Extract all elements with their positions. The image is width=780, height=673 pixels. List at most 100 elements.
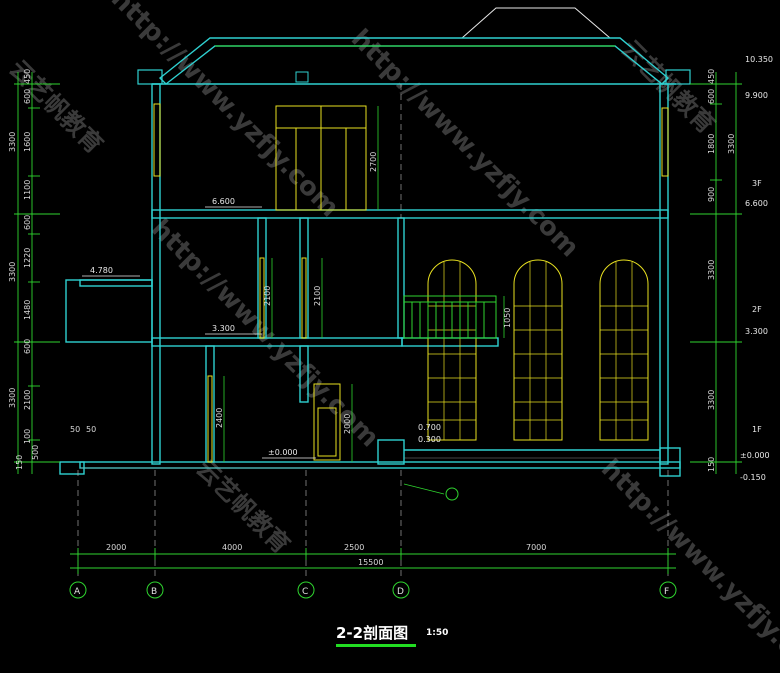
interior-dims: 2700 2100 2100 2400 2000 1050 50 50 bbox=[70, 106, 512, 462]
watermark-3: http://www.yzfjy.com bbox=[345, 24, 585, 264]
axis-bubble-a bbox=[69, 581, 87, 599]
bottom-dimensions bbox=[70, 548, 676, 574]
elev-ground: -0.150 bbox=[740, 473, 766, 482]
elev-step-1: 0.700 bbox=[418, 423, 441, 432]
watermark-7: http://www.yzfjy.com bbox=[595, 454, 780, 673]
axis-label-c: C bbox=[302, 587, 308, 597]
bottom-dim-3: 2500 bbox=[344, 543, 364, 552]
door-1f-c bbox=[313, 383, 341, 461]
canopy-slab bbox=[79, 279, 153, 287]
arched-window-1 bbox=[427, 259, 477, 441]
step-block bbox=[377, 439, 405, 465]
right-dim-inner-3: 1800 bbox=[707, 134, 716, 154]
left-dim-inner-4: 1100 bbox=[23, 180, 32, 200]
axis-label-a: A bbox=[74, 587, 81, 597]
door-2f-b bbox=[301, 257, 307, 339]
left-dim-inner-1: 450 bbox=[23, 69, 32, 84]
bottom-dim-total: 15500 bbox=[358, 558, 383, 567]
left-dim-inner-9: 2100 bbox=[23, 390, 32, 410]
arched-window-mullions bbox=[428, 262, 648, 440]
bottom-dim-2: 4000 bbox=[222, 543, 242, 552]
eave-left bbox=[137, 69, 163, 85]
bottom-dim-labels: 2000 4000 2500 7000 15500 bbox=[106, 543, 546, 567]
detail-callout-circle bbox=[445, 487, 459, 501]
openings bbox=[153, 103, 669, 463]
watermark-6: 云艺帆教育 bbox=[191, 454, 296, 559]
dim-door-2f-a: 2100 bbox=[263, 286, 272, 306]
eave-right bbox=[665, 69, 691, 85]
drawing-title: 2-2剖面图 bbox=[336, 624, 409, 642]
dim-left-small-2: 50 bbox=[86, 425, 96, 434]
right-dim-outer-1: 3300 bbox=[727, 134, 736, 154]
left-dimensions bbox=[14, 72, 60, 474]
wall-d bbox=[397, 217, 405, 339]
dim-door-c: 2000 bbox=[343, 414, 352, 434]
slab-3f bbox=[151, 209, 669, 219]
elev-inner-2f: 3.300 bbox=[212, 324, 235, 333]
elev-2f-tag: 2F bbox=[752, 305, 762, 314]
left-dim-inner-10: 100 bbox=[23, 429, 32, 444]
wall-1f-a bbox=[205, 345, 215, 463]
axis-label-d: D bbox=[397, 587, 404, 597]
left-dim-inner-3: 1600 bbox=[23, 132, 32, 152]
left-dim-inner-12: 150 bbox=[15, 455, 24, 470]
elev-inner-1f: ±0.000 bbox=[268, 448, 298, 457]
axis-bubble-f bbox=[659, 581, 677, 599]
elev-2f: 3.300 bbox=[745, 327, 768, 336]
elev-3f: 6.600 bbox=[745, 199, 768, 208]
drawing-scale: 1:50 bbox=[426, 628, 449, 638]
door-1f-c-inner bbox=[317, 407, 337, 457]
wall-1f-c bbox=[299, 345, 309, 403]
left-dim-labels: 3300 3300 3300 450 600 1600 1100 600 122… bbox=[8, 69, 40, 470]
door-1f-a bbox=[207, 375, 213, 463]
dim-rail: 1050 bbox=[503, 308, 512, 328]
elev-roof: 10.350 bbox=[745, 55, 773, 64]
axis-bubble-b bbox=[146, 581, 164, 599]
arched-window-3 bbox=[599, 259, 649, 441]
left-dim-inner-6: 1220 bbox=[23, 248, 32, 268]
bottom-dim-4: 7000 bbox=[526, 543, 546, 552]
left-dim-inner-7: 1480 bbox=[23, 300, 32, 320]
right-base bbox=[659, 447, 681, 477]
elev-step-2: 0.300 bbox=[418, 435, 441, 444]
left-wall bbox=[151, 83, 161, 465]
watermark-layer: http://www.yzfjy.com 云艺帆教育 http://www.yz… bbox=[4, 0, 780, 673]
left-dim-outer-2: 3300 bbox=[8, 262, 17, 282]
left-dim-inner-8: 600 bbox=[23, 339, 32, 354]
right-dimensions bbox=[690, 72, 742, 474]
elev-3f-tag: 3F bbox=[752, 179, 762, 188]
roof bbox=[137, 7, 691, 85]
detail-callout bbox=[403, 483, 459, 501]
arched-window-2 bbox=[513, 259, 563, 441]
ground-hatch bbox=[80, 457, 660, 469]
door-2f-a bbox=[259, 257, 265, 339]
watermark-1: http://www.yzfjy.com bbox=[105, 0, 345, 223]
elev-eave: 9.900 bbox=[745, 91, 768, 100]
elev-inner-3f: 6.600 bbox=[212, 197, 235, 206]
bottom-dim-1: 2000 bbox=[106, 543, 126, 552]
slab-1f bbox=[79, 461, 681, 469]
dim-door-2f-b: 2100 bbox=[313, 286, 322, 306]
slab-2f-right bbox=[401, 337, 499, 347]
right-wall bbox=[659, 83, 669, 465]
drawing-title-block: 2-2剖面图 1:50 bbox=[336, 622, 466, 656]
elev-1f: ±0.000 bbox=[740, 451, 770, 460]
left-dim-inner-2: 600 bbox=[23, 89, 32, 104]
watermark-2: 云艺帆教育 bbox=[4, 54, 109, 159]
window-3f-right bbox=[661, 107, 669, 177]
right-dim-inner-5: 150 bbox=[707, 457, 716, 472]
elev-1f-tag: 1F bbox=[752, 425, 762, 434]
title-underline bbox=[336, 644, 416, 647]
interior-elevations: 6.600 3.300 ±0.000 4.780 0.700 0.300 bbox=[82, 197, 441, 459]
left-dim-inner-11: 500 bbox=[31, 445, 40, 460]
axis-bubbles: A B C D F bbox=[69, 581, 677, 599]
right-dim-outer-2: 3300 bbox=[707, 260, 716, 280]
dim-door-1f-a: 2400 bbox=[215, 408, 224, 428]
right-elevations: 10.350 9.900 3F 6.600 2F 3.300 1F ±0.000… bbox=[740, 55, 773, 482]
chimney bbox=[295, 71, 309, 83]
axis-bubble-c bbox=[297, 581, 315, 599]
dim-left-small: 50 bbox=[70, 425, 80, 434]
wall-c bbox=[299, 217, 309, 339]
right-dim-outer-3: 3300 bbox=[707, 390, 716, 410]
